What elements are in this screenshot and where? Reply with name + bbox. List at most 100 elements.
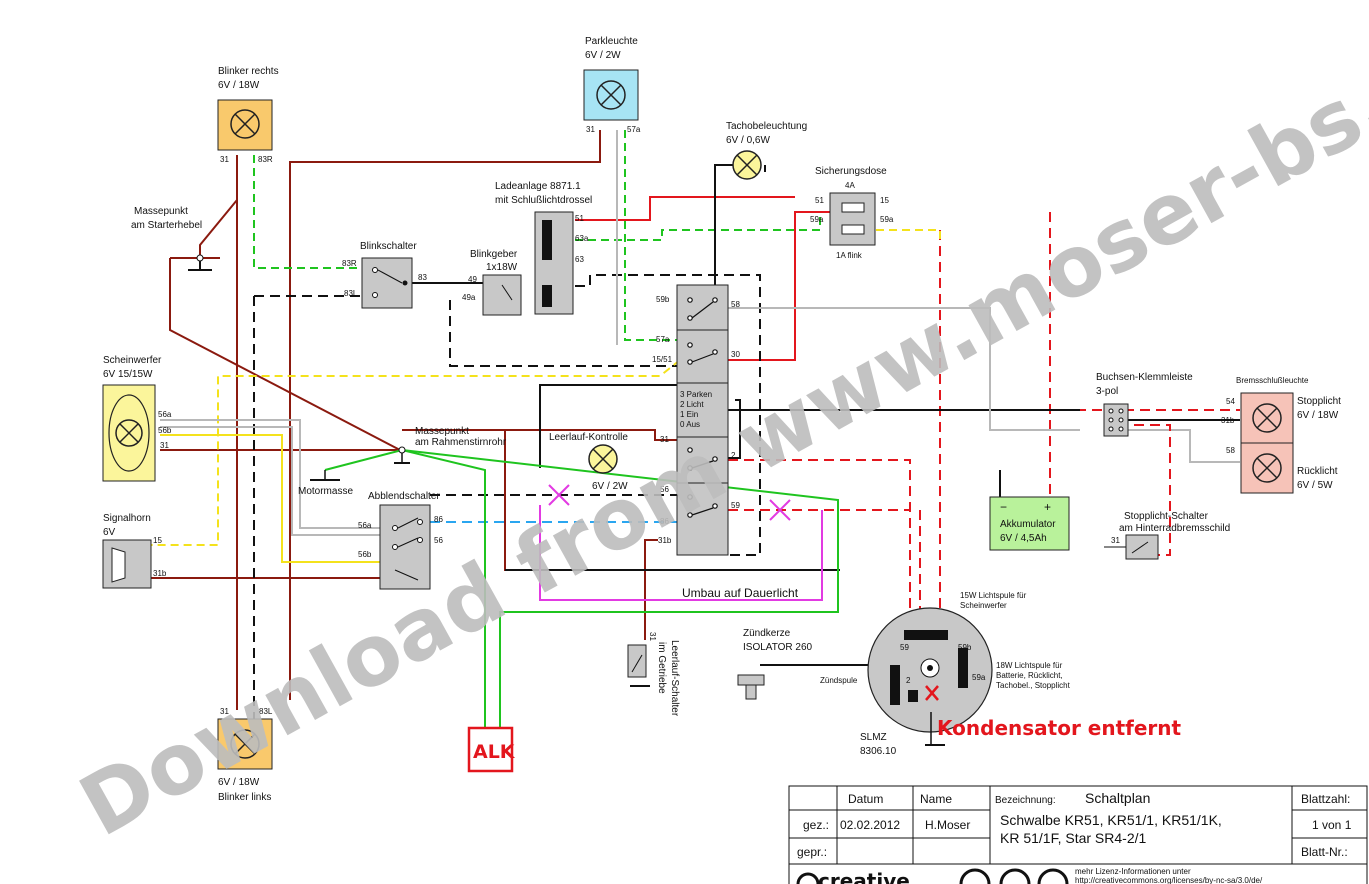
ladeanlage-title: Ladeanlage 8871.1 [495,181,581,192]
slmz-title: SLMZ [860,732,887,743]
sicherung-rating: 4A [845,181,855,190]
alk-box: ALK [467,726,516,773]
abblendschalter: Abblendschalter 56a 56b 86 56 [358,491,443,590]
kondensator-label: Kondensator entfernt [937,716,1182,740]
slmz: 59 2 59b 59a SLMZ 8306.10 [860,607,993,757]
pin-label: 31b [1221,416,1235,425]
akku-plus: + [1044,500,1051,514]
switch-position: 1 Ein [680,410,698,419]
signalhorn-rating: 6V [103,527,116,538]
wire-dash-49a [449,300,680,367]
wire-black-leerlauf [539,384,680,468]
ruecklicht-label: Rücklicht [1297,466,1338,477]
buchsen-title: Buchsen-Klemmleiste [1096,372,1193,383]
pin-label: 15 [880,196,889,205]
pin-label: 30 [731,350,740,359]
tachobeleuchtung: Tachobeleuchtung 6V / 0,6W [726,121,807,180]
zuendspule-label: Zündspule [820,676,858,685]
zuendkerze-title: Zündkerze [743,628,791,639]
pin-label: 57a [656,335,670,344]
row-gepr: gepr.: [797,845,827,859]
ruecklicht-rating: 6V / 5W [1297,480,1333,491]
alk-label: ALK [473,741,516,763]
lamp-icon [115,419,143,447]
title-block: Datum Name Bezeichnung: Schaltplan gez.:… [788,785,1368,884]
motormasse-label: Motormasse [298,486,353,497]
pin-label: 56 [660,485,669,494]
leerlauf-schalter-subtitle: im Getriebe [656,642,667,694]
wire-black-2 [728,399,741,459]
blinkgeber: Blinkgeber 1x18W 49 49a [462,249,522,316]
pin-label: 63a [575,234,589,243]
pin-label: 2 [906,676,911,685]
blinker-left-rating: 6V / 18W [218,777,260,788]
ladeanlage: Ladeanlage 8871.1 mit Schlußlichtdrossel… [495,181,592,315]
blinkschalter: Blinkschalter 83R 83L 83 [342,241,427,309]
pin-label: 59 [731,501,740,510]
pin-label: 31 [220,707,229,716]
lichtspule15-label2: Scheinwerfer [960,601,1007,610]
wire-red-2 [728,459,911,650]
cc-logo-text: creative [818,869,910,884]
massepunkt-starter-label2: am Starterhebel [131,220,202,231]
pin-label: 56b [158,426,172,435]
wire-green-63a [575,212,821,241]
massepunkt-starter-label: Massepunkt [134,206,188,217]
buchsen-subtitle: 3-pol [1096,386,1118,397]
blinker-right-title: Blinker rechts [218,66,279,77]
lichtspule18-label3: Tachobel., Stopplicht [996,681,1071,690]
license-line2: http://creativecommons.org/licenses/by-n… [1075,876,1263,884]
wire-grey-rueck [1125,429,1240,463]
pin-label: 49 [468,275,477,284]
col-datum: Datum [848,792,883,806]
pin-label: 51 [815,196,824,205]
lamp-icon [596,80,626,110]
wire-green-83r [253,155,362,269]
wire-yellow-15 [150,359,681,546]
wire-black-tacho [714,164,750,285]
scheinwerfer-title: Scheinwerfer [103,355,162,366]
tacho-rating: 6V / 0,6W [726,135,770,146]
stopschalter-subtitle: am Hinterradbremsschild [1119,523,1230,534]
pin-label: 31 [220,155,229,164]
blinker-right: Blinker rechts 6V / 18W 31 83R [217,66,279,164]
pin-label: 15/51 [652,355,673,364]
lichtspule18-label: 18W Lichtspule für [996,661,1063,670]
lamp-icon [1252,403,1282,433]
pin-label: 2 [731,451,736,460]
lichtspule15-label: 15W Lichtspule für [960,591,1027,600]
wire-yellow-56b [160,434,380,563]
wire-yellow-59a [850,229,941,240]
pin-label: 59b [656,295,670,304]
akku-minus: − [1000,500,1007,514]
pin-label: 51 [575,214,584,223]
parkleuchte-rating: 6V / 2W [585,50,621,61]
lamp-icon [230,109,260,139]
buchsen-klemmleiste: Buchsen-Klemmleiste 3-pol [1096,372,1193,437]
pin-label: 54 [1226,397,1235,406]
zuendschloss: 59b 58 57a 30 15/51 3 Parken 2 Licht 1 E… [652,284,740,556]
pin-label: 31 [660,435,669,444]
wire-dash-63 [575,274,761,556]
pin-label: 59a [880,215,894,224]
wire-magenta-dauerlicht [539,505,823,601]
bremsschluss-title: Bremsschlußleuchte [1236,376,1309,385]
akku-rating: 6V / 4,5Ah [1000,533,1047,544]
switch-position: 2 Licht [680,400,704,409]
gez-date: 02.02.2012 [840,818,900,832]
leerlauf-kontrolle-title: Leerlauf-Kontrolle [549,432,628,443]
wire-red-30 [728,211,830,361]
abblendschalter-title: Abblendschalter [368,491,440,502]
sicherung-fuse2: 1A flink [836,251,863,260]
massepunkt-rahmen-label2: am Rahmenstirnrohr [415,437,507,448]
bremsschlussleuchte: Bremsschlußleuchte Stopplicht 6V / 18W R… [1221,376,1341,494]
pin-label: 31b [658,536,672,545]
wire-brown-to-rahmen [169,258,401,451]
pin-label: 86 [660,517,669,526]
pin-label: 31 [586,125,595,134]
blinker-left: 31 83L 6V / 18W Blinker links [217,707,273,803]
kondensator-cross-icon [925,685,939,701]
leerlauf-kontrolle: Leerlauf-Kontrolle 6V / 2W [549,432,628,492]
pin-label: 83 [418,273,427,282]
